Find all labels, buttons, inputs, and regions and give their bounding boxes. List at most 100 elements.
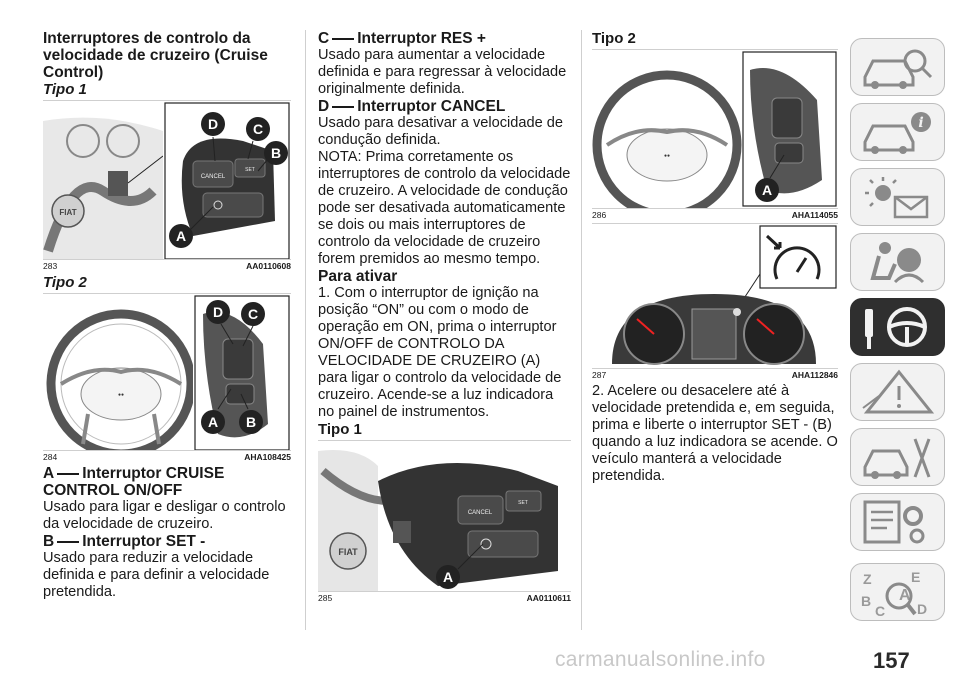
tab-airbag-seat[interactable] (850, 233, 945, 291)
car-tools-icon (863, 438, 931, 479)
svg-text:i: i (918, 115, 923, 131)
callout-b: B (257, 141, 288, 172)
tipo-2-label: Tipo 2 (43, 274, 87, 291)
steering-wheel-switch-a-illustration: ●● A (592, 51, 837, 208)
figure-code: AHA112846 (791, 370, 838, 380)
figure-285: FIAT CANCEL SET A (318, 440, 571, 592)
steering-key-icon (865, 307, 927, 349)
step-1: 1. Com o interruptor de ignição na posiç… (318, 285, 562, 420)
set-label: SET (518, 500, 528, 506)
airbag-seat-icon (870, 242, 925, 284)
figure-caption-283: 283 AA0110608 (43, 260, 291, 272)
tipo-1-label: Tipo 1 (318, 421, 362, 438)
svg-text:A: A (762, 182, 772, 198)
svg-text:E: E (911, 569, 920, 585)
callout-d: D (201, 112, 225, 162)
tab-car-search[interactable] (850, 38, 945, 96)
svg-text:Z: Z (863, 571, 872, 587)
callout-a: A (436, 543, 484, 589)
tab-warning-triangle[interactable] (850, 363, 945, 421)
svg-text:D: D (213, 304, 223, 320)
tab-steering-key[interactable] (850, 298, 945, 356)
svg-text:A: A (899, 587, 911, 604)
car-search-icon (863, 49, 933, 89)
callout-a: A (169, 206, 214, 248)
figure-caption-285: 285 AA0110611 (318, 592, 571, 604)
tab-car-info[interactable]: i (850, 103, 945, 161)
svg-text:●●: ●● (664, 153, 670, 159)
cancel-label: CANCEL (201, 174, 226, 180)
tab-warning-lights[interactable] (850, 168, 945, 226)
callout-b: B (239, 393, 263, 434)
section-heading: Interruptores de controlo da velocidade … (43, 30, 268, 81)
figure-code: AA0110611 (526, 593, 571, 603)
page-number: 157 (873, 648, 910, 673)
warning-triangle-icon (862, 369, 935, 414)
figure-286: ●● A (592, 49, 838, 209)
column-divider (305, 30, 306, 630)
tipo-2-label: Tipo 2 (592, 30, 636, 47)
warning-lights-icon (865, 177, 929, 219)
figure-number: 283 (43, 261, 58, 271)
para-ativar-heading: Para ativar (318, 268, 398, 285)
svg-text:●●: ●● (118, 392, 124, 398)
callout-d: D (206, 300, 234, 345)
svg-text:B: B (861, 593, 871, 609)
step-2: 2. Acelere ou desacelere até à velocidad… (592, 383, 838, 484)
figure-number: 287 (592, 370, 607, 380)
figure-number: 285 (318, 593, 333, 603)
svg-text:FIAT: FIAT (59, 208, 76, 217)
svg-text:C: C (253, 121, 263, 137)
figure-287 (592, 223, 838, 369)
nota-paragraph: NOTA: Prima corretamente os interruptore… (318, 149, 571, 267)
steering-wheel-type2-illustration: ●● D C A B (46, 294, 291, 450)
figure-caption-286: 286 AHA114055 (592, 209, 838, 221)
figure-283: FIAT CANCEL SET D C B A (43, 100, 291, 260)
tab-spec-gears[interactable] (850, 493, 945, 551)
cancel-label: CANCEL (468, 510, 493, 516)
spec-gears-icon (863, 500, 925, 544)
figure-code: AHA114055 (791, 210, 838, 220)
svg-text:D: D (917, 601, 927, 617)
switch-b-description: Usado para reduzir a velocidade definida… (43, 550, 270, 600)
figure-284: ●● D C A B (43, 293, 291, 451)
column-1: Interruptores de controlo da velocidade … (43, 30, 291, 601)
cruise-switch-a-illustration: FIAT CANCEL SET A (318, 441, 571, 591)
svg-text:C: C (875, 603, 885, 618)
figure-number: 284 (43, 452, 58, 462)
figure-code: AA0110608 (246, 261, 291, 271)
svg-text:A: A (176, 228, 186, 244)
svg-text:FIAT: FIAT (338, 547, 358, 557)
watermark: carmanualsonline.info (555, 648, 766, 671)
callout-c: C (246, 117, 270, 160)
instrument-cluster-illustration (612, 225, 837, 365)
tab-car-tools[interactable] (850, 428, 945, 486)
svg-text:C: C (248, 306, 258, 322)
svg-text:B: B (246, 414, 256, 430)
figure-code: AHA108425 (244, 452, 291, 462)
callout-a: A (201, 388, 232, 434)
svg-text:A: A (443, 569, 453, 585)
column-3: Tipo 2 ●● A 286 AHA114055 (592, 30, 838, 485)
steering-wheel-switch-illustration: FIAT CANCEL SET D C B A (43, 101, 291, 259)
callout-a: A (755, 154, 785, 202)
svg-text:A: A (208, 414, 218, 430)
callout-c: C (241, 302, 265, 347)
switch-a-description: Usado para ligar e desligar o controlo d… (43, 499, 286, 532)
figure-caption-287: 287 AHA112846 (592, 369, 838, 381)
tipo-1-label: Tipo 1 (43, 81, 87, 98)
car-info-icon: i (863, 112, 931, 154)
switch-d-description: Usado para desativar a velocidade de con… (318, 115, 564, 148)
figure-caption-284: 284 AHA108425 (43, 451, 291, 463)
tab-index[interactable]: Z E A B C D (850, 563, 945, 621)
svg-text:B: B (271, 145, 281, 161)
svg-text:D: D (208, 116, 218, 132)
column-divider (581, 30, 582, 630)
figure-number: 286 (592, 210, 607, 220)
index-search-icon: Z E A B C D (861, 569, 927, 618)
